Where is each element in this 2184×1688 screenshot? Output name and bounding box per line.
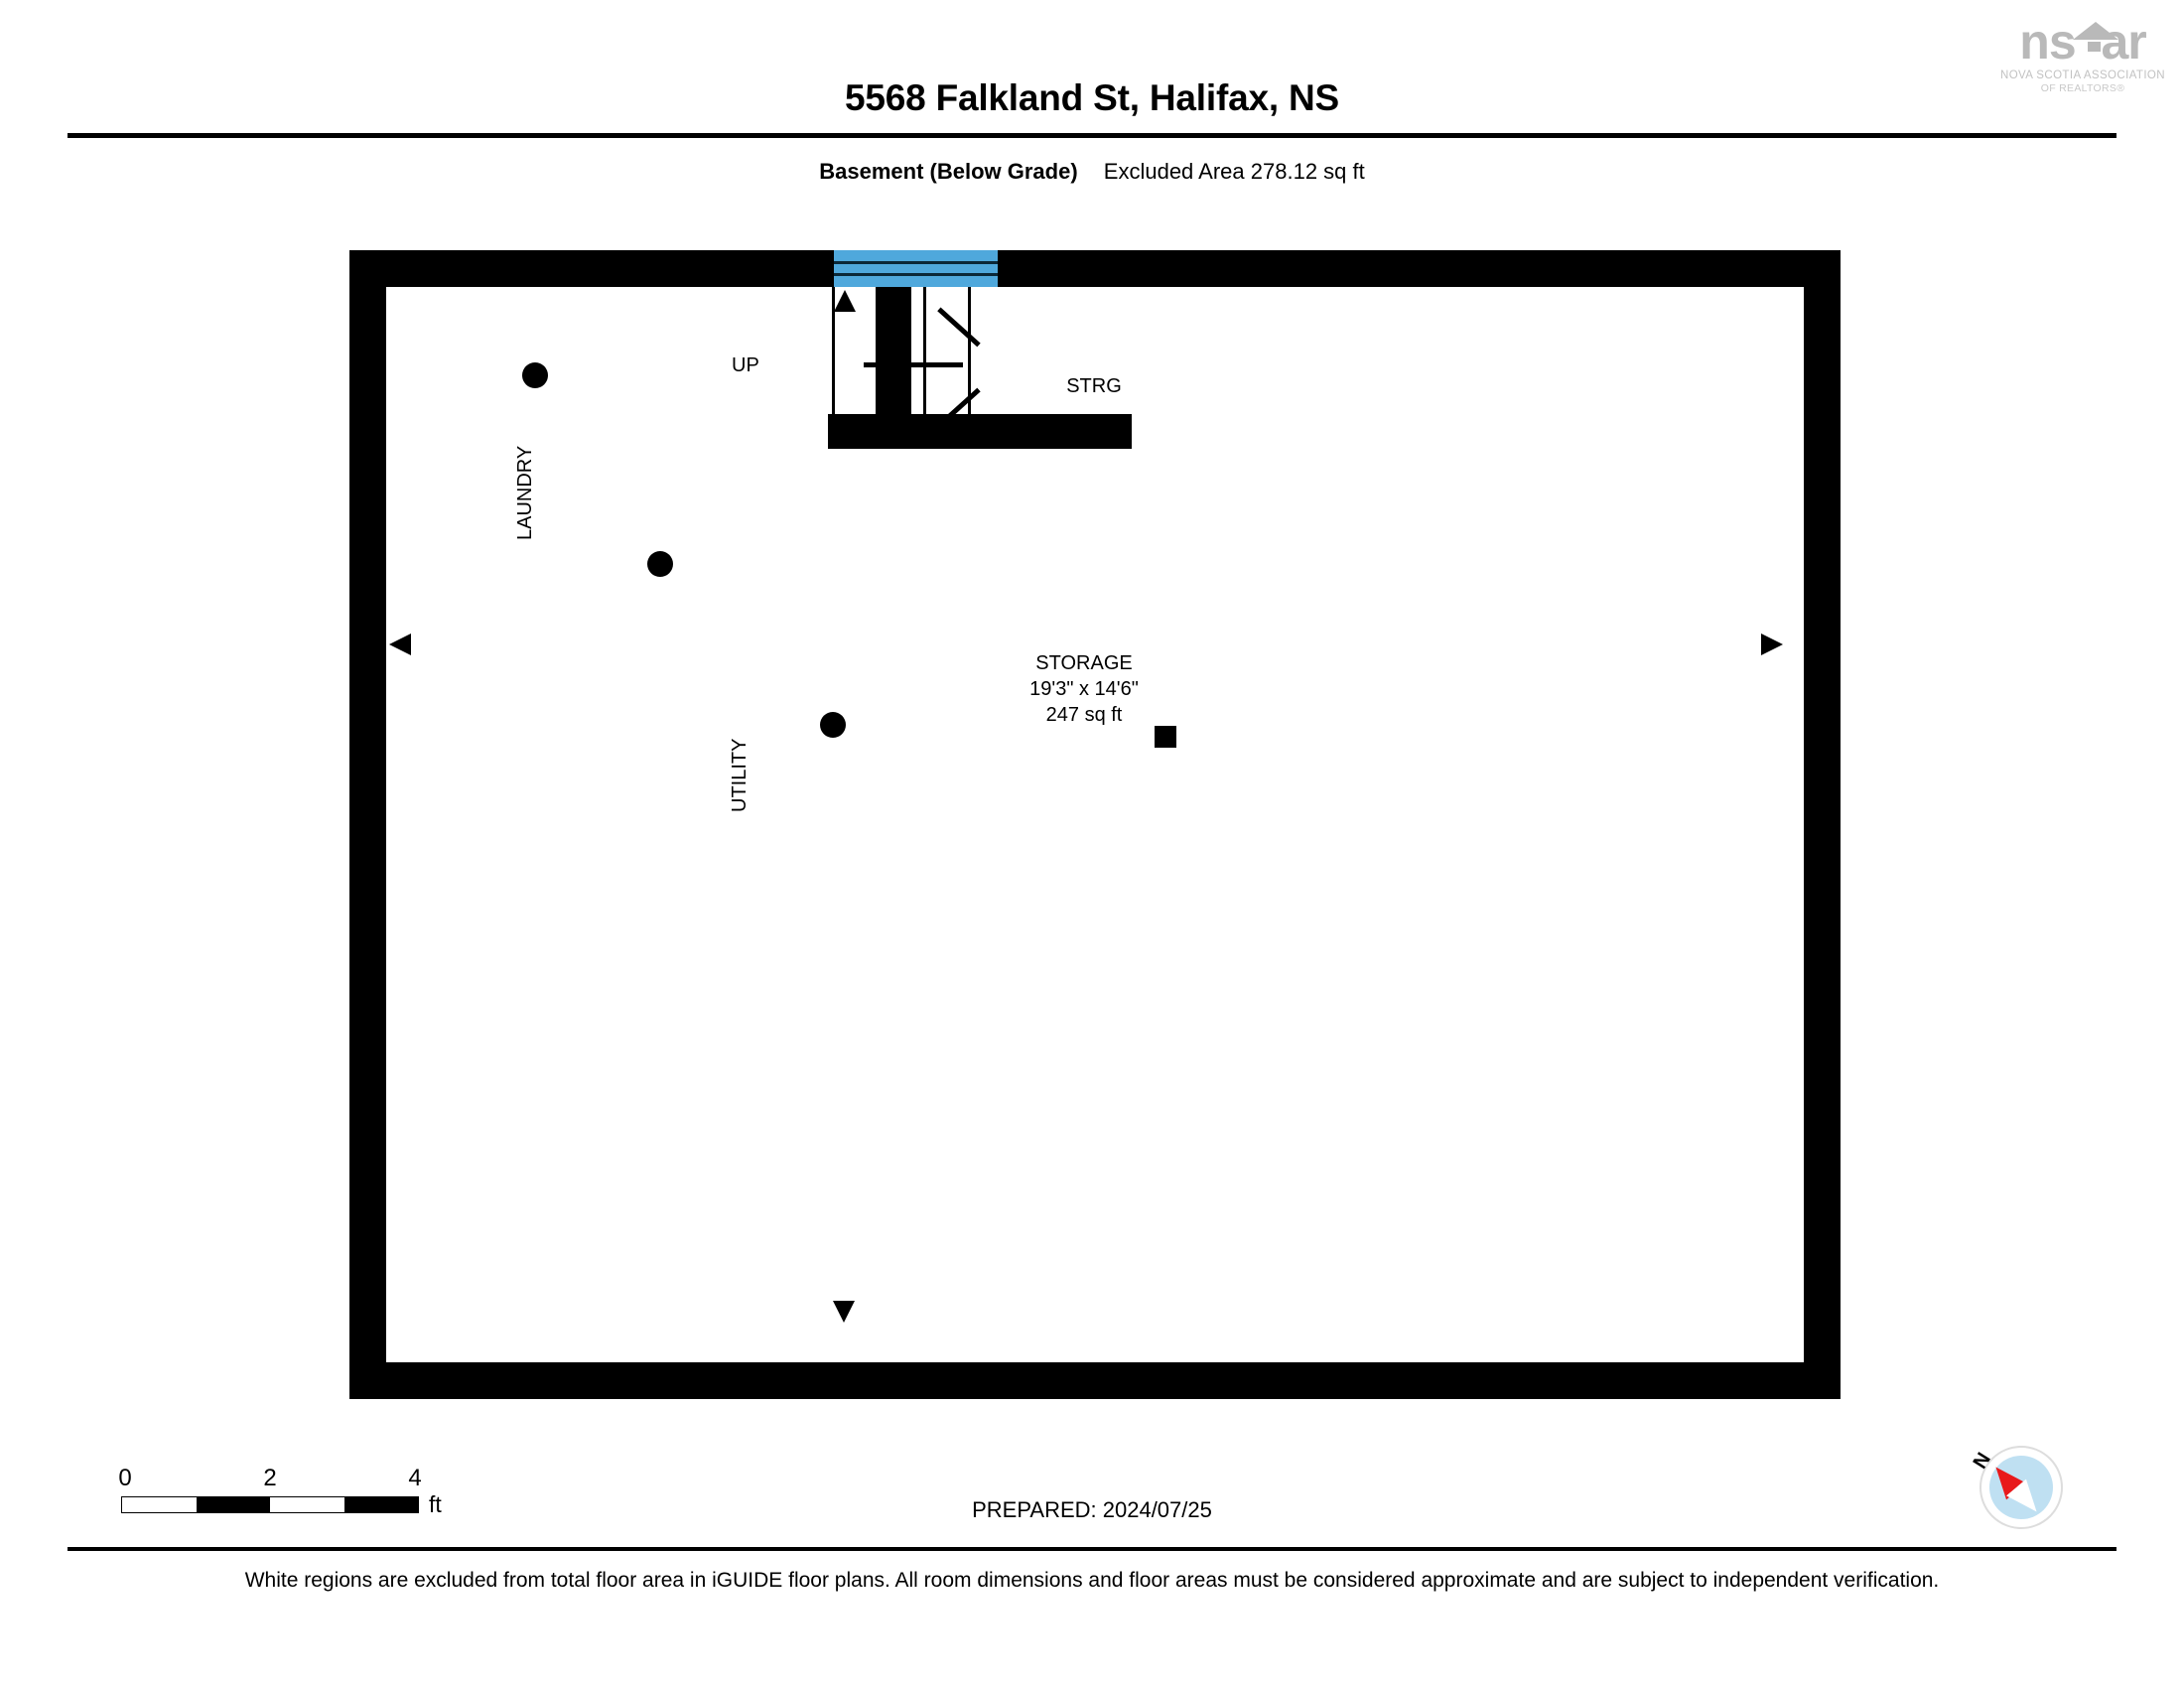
house-chimney-icon bbox=[2088, 42, 2101, 52]
arrow-shaft bbox=[864, 362, 963, 367]
page-title: 5568 Falkland St, Halifax, NS bbox=[844, 77, 1340, 118]
room-label-strg: STRG bbox=[1005, 373, 1183, 399]
scale-bar-graphic bbox=[121, 1496, 419, 1513]
stair-up-label: UP bbox=[732, 354, 759, 376]
header-divider bbox=[68, 133, 2116, 138]
fixture-marker bbox=[820, 712, 846, 738]
scale-tick: 0 bbox=[118, 1465, 132, 1491]
scale-segment bbox=[343, 1497, 418, 1512]
window-pane-line bbox=[834, 261, 998, 264]
footer-disclaimer: White regions are excluded from total fl… bbox=[244, 1569, 1940, 1592]
viewpoint-arrow-north-icon bbox=[834, 290, 856, 312]
viewpoint-arrow-east-icon bbox=[1761, 633, 1783, 655]
fixture-marker bbox=[647, 551, 673, 577]
fixture-marker bbox=[522, 362, 548, 388]
wall-left bbox=[349, 250, 386, 1399]
staircase-treads bbox=[832, 287, 971, 414]
excluded-area-label: Excluded Area 278.12 sq ft bbox=[1103, 159, 1365, 184]
scale-segment bbox=[122, 1497, 197, 1512]
scale-segment bbox=[196, 1497, 270, 1512]
floor-level-label: Basement (Below Grade) bbox=[819, 159, 1078, 184]
floor-subtitle: Basement (Below Grade) Excluded Area 278… bbox=[0, 159, 2184, 185]
stair-riser bbox=[923, 287, 926, 414]
footer-divider bbox=[68, 1547, 2116, 1551]
stair-riser bbox=[832, 287, 835, 414]
scale-unit-label: ft bbox=[429, 1491, 442, 1517]
compass-disc bbox=[1989, 1456, 2053, 1519]
wall-top bbox=[349, 250, 1841, 287]
wall-right bbox=[1804, 250, 1841, 1399]
room-area: 247 sq ft bbox=[1045, 704, 1123, 726]
room-name: STRG bbox=[1066, 375, 1122, 397]
fixture-marker bbox=[360, 629, 386, 654]
fixture-marker-square bbox=[1155, 726, 1176, 748]
window-pane-line bbox=[834, 273, 998, 276]
window-symbol bbox=[834, 250, 998, 287]
scale-tick: 4 bbox=[408, 1465, 422, 1491]
nsar-subtitle-line2: OF REALTORS® bbox=[2040, 82, 2125, 94]
stair-riser bbox=[968, 287, 971, 414]
room-name: STORAGE bbox=[1035, 652, 1133, 674]
stair-direction-arrow-icon bbox=[864, 307, 985, 428]
room-label-utility: UTILITY bbox=[729, 738, 751, 812]
scale-tick-labels: 0 2 4 bbox=[118, 1465, 422, 1492]
house-roof-icon bbox=[2073, 22, 2118, 40]
scale-segment bbox=[270, 1497, 344, 1512]
scale-bar: 0 2 4 ft bbox=[118, 1465, 441, 1524]
floor-plan-drawing: UP STRG STORAGE 19'3" x 14'6" 247 sq ft … bbox=[349, 250, 1841, 1399]
stairwell-wall-bottom bbox=[828, 414, 1132, 449]
nsar-logo: ns..ar NOVA SCOTIA ASSOCIATION OF REALTO… bbox=[1999, 14, 2166, 94]
scale-tick: 2 bbox=[263, 1465, 277, 1491]
nsar-subtitle-line1: NOVA SCOTIA ASSOCIATION bbox=[2000, 70, 2165, 81]
prepared-date: PREPARED: 2024/07/25 bbox=[972, 1497, 1212, 1522]
room-label-storage: STORAGE 19'3" x 14'6" 247 sq ft bbox=[876, 650, 1293, 728]
viewpoint-arrow-south-icon bbox=[833, 1301, 855, 1323]
nsar-wordmark-left: ns bbox=[2019, 14, 2076, 70]
stair-riser bbox=[878, 287, 881, 414]
viewpoint-arrow-west-icon bbox=[389, 633, 411, 655]
room-dimensions: 19'3" x 14'6" bbox=[1029, 678, 1139, 700]
compass-rose-icon: N bbox=[1970, 1442, 2067, 1533]
wall-bottom bbox=[349, 1362, 1841, 1399]
stairwell-wall-right bbox=[876, 287, 911, 422]
room-label-laundry: LAUNDRY bbox=[514, 445, 536, 540]
